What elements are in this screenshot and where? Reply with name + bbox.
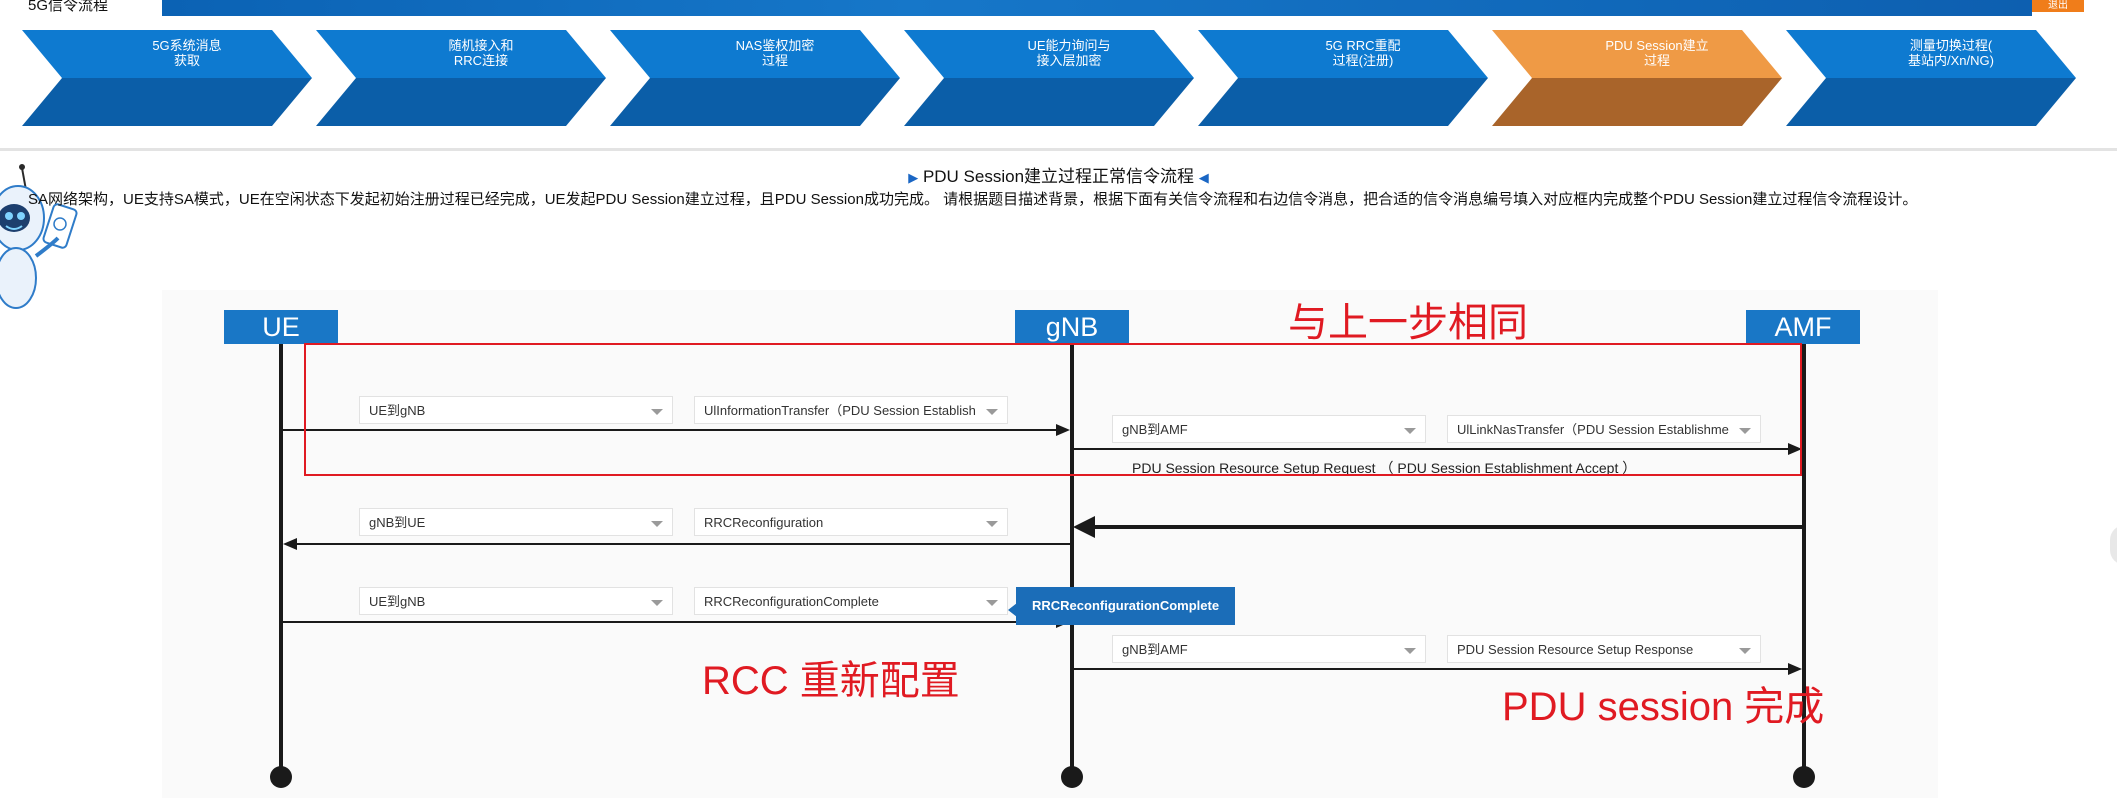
arrow-right-icon [1056, 424, 1070, 436]
m3-arrow [296, 543, 1070, 545]
step-label-line2: RRC连接 [453, 53, 509, 68]
m1-message-select[interactable]: UlInformationTransfer（PDU Session Establ… [694, 396, 1008, 424]
m2-direction-value: gNB到AMF [1122, 422, 1188, 437]
triangle-right-icon: ▶ [908, 170, 919, 185]
m2-direction-select[interactable]: gNB到AMF [1112, 415, 1426, 443]
highlight-box [304, 343, 1802, 476]
step-chevron-3[interactable] [610, 30, 900, 126]
step-chevron-4[interactable] [904, 30, 1194, 126]
exit-button[interactable]: 退出 [2032, 0, 2084, 12]
m5-arrow [1072, 668, 1790, 670]
step-chevron-7[interactable] [1786, 30, 2076, 126]
annotation-pdu-complete: PDU session 完成 [1502, 685, 1825, 729]
entity-gnb: gNB [1015, 310, 1129, 344]
m2-message-select[interactable]: UlLinkNasTransfer（PDU Session Establishm… [1447, 415, 1761, 443]
step-label-5: 5G RRC重配过程(注册) [1253, 38, 1473, 68]
triangle-left-icon: ◀ [1198, 170, 1209, 185]
lifeline-ue [279, 344, 283, 768]
step-label-line1: NAS鉴权加密 [735, 38, 815, 53]
arrow-right-icon [1788, 443, 1802, 455]
arrow-left-icon [283, 538, 297, 550]
step-label-line1: 5G RRC重配 [1325, 38, 1401, 53]
m3-direction-select[interactable]: gNB到UE [359, 508, 673, 536]
chevron-down-icon [1404, 648, 1416, 654]
header-banner [162, 0, 2032, 16]
arrow-right-icon [1788, 663, 1802, 675]
signaling-diagram: UE gNB AMF UE到gNB UlInformationTransfer（… [162, 290, 1938, 798]
m2-arrow [1072, 448, 1790, 450]
m3-message-select[interactable]: RRCReconfiguration [694, 508, 1008, 536]
chevron-down-icon [651, 521, 663, 527]
tooltip-pointer [1008, 603, 1017, 617]
step-label-line2: 基站内/Xn/NG) [1908, 53, 1994, 68]
chevron-down-icon [986, 600, 998, 606]
chevron-down-icon [651, 600, 663, 606]
side-scroll-handle[interactable] [2110, 525, 2117, 565]
m5-direction-value: gNB到AMF [1122, 642, 1188, 657]
app-title: 5G信令流程 [28, 0, 109, 14]
top-bar: 5G信令流程 退出 [0, 0, 2117, 16]
m4-message-value: RRCReconfigurationComplete [704, 594, 879, 609]
step-chevron-2[interactable] [316, 30, 606, 126]
step-label-7: 测量切换过程(基站内/Xn/NG) [1841, 38, 2061, 68]
step-chevron-6[interactable] [1492, 30, 1782, 126]
step-label-1: 5G系统消息获取 [77, 38, 297, 68]
step-label-6: PDU Session建立过程 [1547, 38, 1767, 68]
step-label-line1: 随机接入和 [448, 38, 514, 53]
m5-message-value: PDU Session Resource Setup Response [1457, 642, 1694, 657]
m2-caption: PDU Session Resource Setup Request （ PDU… [1132, 460, 1637, 476]
step-chevron-1[interactable] [22, 30, 312, 126]
step-label-line2: 过程(注册) [1332, 53, 1394, 68]
step-label-line1: 5G系统消息 [152, 38, 222, 53]
chevron-down-icon [1739, 428, 1751, 434]
chevron-down-icon [651, 409, 663, 415]
chevron-down-icon [1739, 648, 1751, 654]
divider [0, 148, 2117, 151]
m5-message-select[interactable]: PDU Session Resource Setup Response [1447, 635, 1761, 663]
section-title-text: PDU Session建立过程正常信令流程 [922, 167, 1195, 186]
step-label-line2: 过程 [761, 53, 788, 68]
m1-direction-value: UE到gNB [369, 403, 426, 418]
step-navigation [22, 30, 2076, 126]
robot-mascot-icon [0, 164, 78, 309]
m3-message-value: RRCReconfiguration [704, 515, 824, 530]
step-label-4: UE能力询问与接入层加密 [959, 38, 1179, 68]
task-description: SA网络架构，UE支持SA模式，UE在空闲状态下发起初始注册过程已经完成，UE发… [28, 191, 1918, 208]
m4-message-select[interactable]: RRCReconfigurationComplete [694, 587, 1008, 615]
step-label-line2: 获取 [173, 53, 200, 68]
m4-direction-select[interactable]: UE到gNB [359, 587, 673, 615]
entity-amf: AMF [1746, 310, 1860, 344]
step-label-line2: 接入层加密 [1036, 53, 1102, 68]
lifeline-end-ue [270, 766, 292, 788]
m1-direction-select[interactable]: UE到gNB [359, 396, 673, 424]
lifeline-end-amf [1793, 766, 1815, 788]
step-label-line2: 过程 [1643, 53, 1670, 68]
lifeline-amf [1802, 344, 1806, 768]
m3-direction-value: gNB到UE [369, 515, 426, 530]
step-label-3: NAS鉴权加密过程 [665, 38, 885, 68]
lifeline-gnb [1070, 344, 1074, 768]
step-chevron-5[interactable] [1198, 30, 1488, 126]
m1-arrow [281, 429, 1059, 431]
m1-message-value: UlInformationTransfer（PDU Session Establ… [704, 403, 976, 418]
step-label-line1: UE能力询问与 [1027, 38, 1111, 53]
step-label-line1: 测量切换过程( [1909, 38, 1993, 53]
arrow-left-icon [1073, 516, 1095, 538]
step-label-line1: PDU Session建立 [1605, 38, 1709, 53]
chevron-down-icon [986, 409, 998, 415]
m4-arrow [281, 621, 1059, 623]
entity-ue: UE [224, 310, 338, 344]
m4-tooltip: RRCReconfigurationComplete [1016, 587, 1236, 625]
annotation-same-as-previous: 与上一步相同 [1288, 301, 1528, 345]
m5-direction-select[interactable]: gNB到AMF [1112, 635, 1426, 663]
annotation-rrc-reconfig: RCC 重新配置 [702, 659, 960, 703]
section-title: ▶ PDU Session建立过程正常信令流程 ◀ [0, 162, 2117, 187]
chevron-down-icon [986, 521, 998, 527]
chevron-down-icon [1404, 428, 1416, 434]
m4-direction-value: UE到gNB [369, 594, 426, 609]
m2-message-value: UlLinkNasTransfer（PDU Session Establishm… [1457, 422, 1729, 437]
amf-to-gnb-arrow [1094, 525, 1802, 529]
lifeline-end-gnb [1061, 766, 1083, 788]
